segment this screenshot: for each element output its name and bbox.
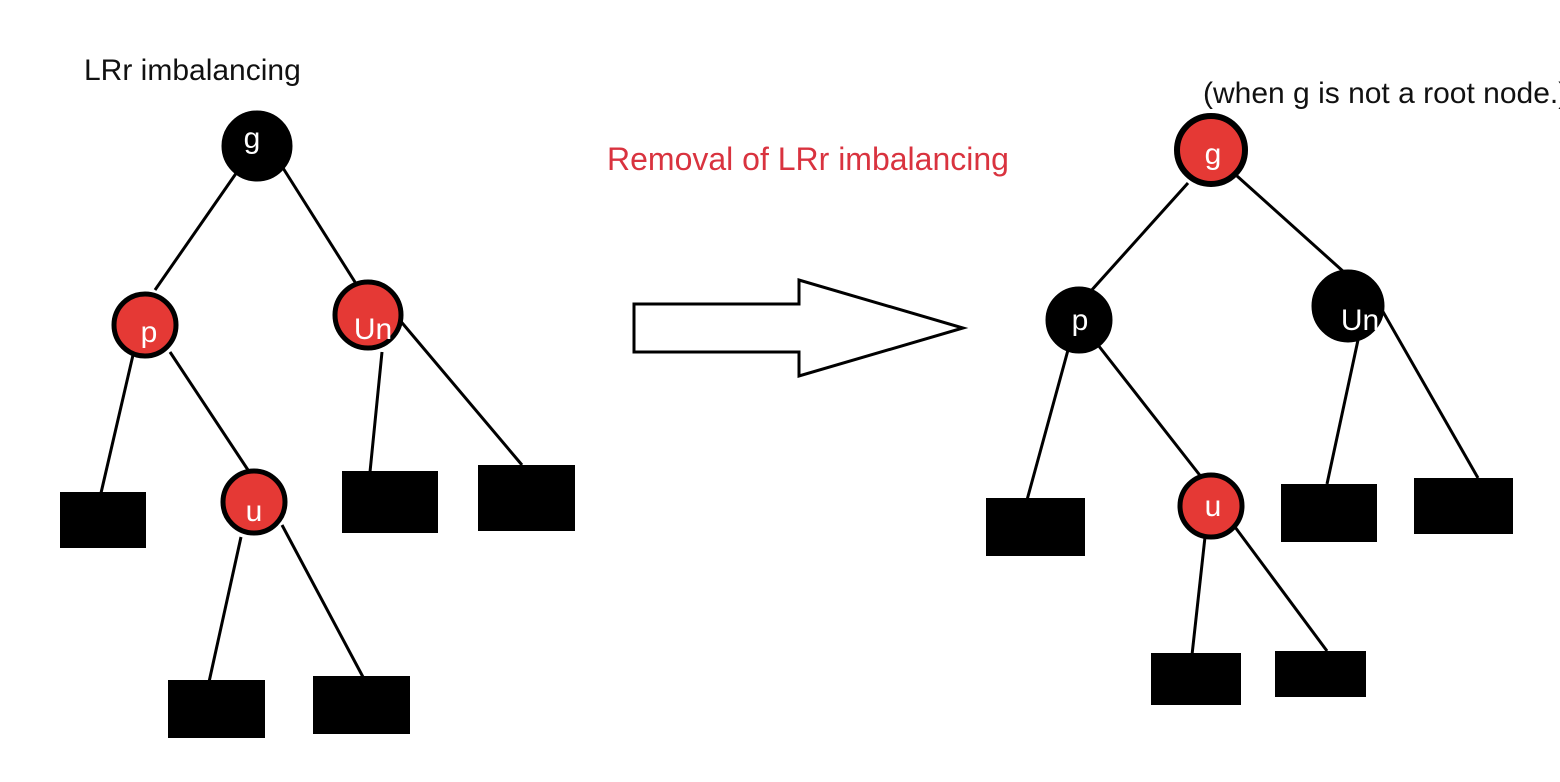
nil-leaf bbox=[342, 471, 438, 533]
node-label: g bbox=[1205, 138, 1222, 171]
node-label: u bbox=[1205, 490, 1222, 523]
edge-un-leaf-right bbox=[396, 317, 524, 466]
node-circle bbox=[1311, 269, 1385, 343]
edge-p-u bbox=[168, 351, 250, 471]
left-title: LRr imbalancing bbox=[84, 54, 301, 87]
node-circle bbox=[1174, 113, 1248, 187]
node-circle bbox=[220, 468, 288, 536]
edge-g-un bbox=[1235, 174, 1347, 275]
edge-p-leaf bbox=[1025, 349, 1070, 501]
node-circle bbox=[332, 279, 404, 351]
node-p: p bbox=[111, 291, 179, 359]
edge-g-p bbox=[1088, 181, 1190, 294]
edge-un-leaf-left bbox=[368, 351, 384, 473]
node-label: p bbox=[1072, 304, 1089, 337]
nil-leaf bbox=[168, 680, 265, 738]
edge-u-leaf-left bbox=[207, 536, 243, 683]
node-u: u bbox=[220, 468, 288, 536]
nil-leaf bbox=[313, 676, 410, 734]
nil-leaf bbox=[60, 492, 146, 548]
edge-un-leaf-left bbox=[1325, 339, 1360, 485]
node-label: p bbox=[141, 316, 158, 349]
before-tree: g p Un u bbox=[60, 110, 575, 738]
right-note: (when g is not a root node.) bbox=[1203, 77, 1560, 110]
edge-g-p bbox=[153, 171, 239, 291]
transform-label: Removal of LRr imbalancing bbox=[607, 141, 1009, 177]
node-label: g bbox=[244, 122, 261, 155]
node-circle bbox=[1045, 286, 1113, 354]
nil-leaf bbox=[1281, 484, 1377, 542]
nil-leaf bbox=[1275, 651, 1366, 697]
nil-leaf bbox=[478, 465, 575, 531]
edge-p-u bbox=[1096, 344, 1204, 479]
node-p: p bbox=[1045, 286, 1113, 354]
node-label: Un bbox=[1341, 304, 1379, 337]
edge-u-leaf-right bbox=[280, 524, 365, 678]
after-tree: g p Un u bbox=[986, 113, 1513, 705]
node-circle bbox=[221, 110, 293, 182]
node-g: g bbox=[221, 110, 293, 182]
node-u: u bbox=[1177, 472, 1245, 540]
node-g: g bbox=[1174, 113, 1248, 187]
node-circle bbox=[111, 291, 179, 359]
edge-u-leaf-left bbox=[1190, 536, 1207, 656]
node-un: Un bbox=[332, 279, 404, 351]
node-label: u bbox=[246, 495, 263, 528]
edge-un-leaf-right bbox=[1376, 302, 1480, 479]
nil-leaf bbox=[1151, 653, 1241, 705]
edge-g-un bbox=[281, 167, 362, 291]
node-un: Un bbox=[1311, 269, 1385, 343]
node-circle bbox=[1177, 472, 1245, 540]
edge-p-leaf bbox=[99, 354, 135, 494]
nil-leaf bbox=[986, 498, 1085, 556]
edge-u-leaf-right bbox=[1233, 526, 1329, 652]
node-label: Un bbox=[354, 313, 392, 346]
transform-arrow bbox=[632, 277, 969, 379]
nil-leaf bbox=[1414, 478, 1513, 534]
